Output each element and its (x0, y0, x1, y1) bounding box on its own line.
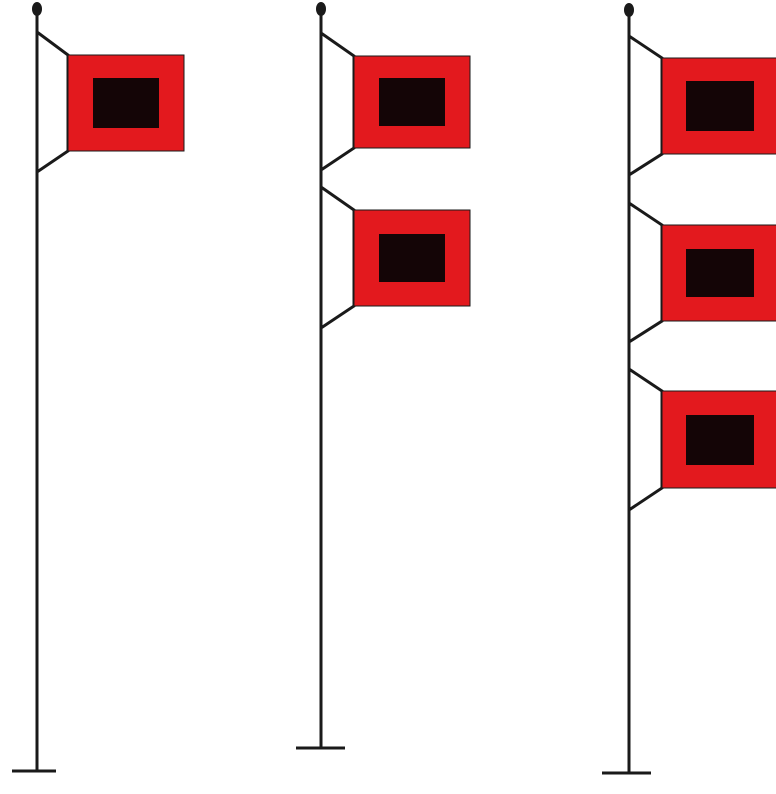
pole-finial (624, 3, 634, 17)
pole-finial (32, 2, 42, 16)
flag-black-center (93, 78, 159, 128)
pole-finial (316, 2, 326, 16)
flag-black-center (379, 78, 445, 126)
flag-black-center (686, 415, 754, 465)
flag-black-center (379, 234, 445, 282)
flag-black-center (686, 81, 754, 131)
flag-black-center (686, 249, 754, 297)
